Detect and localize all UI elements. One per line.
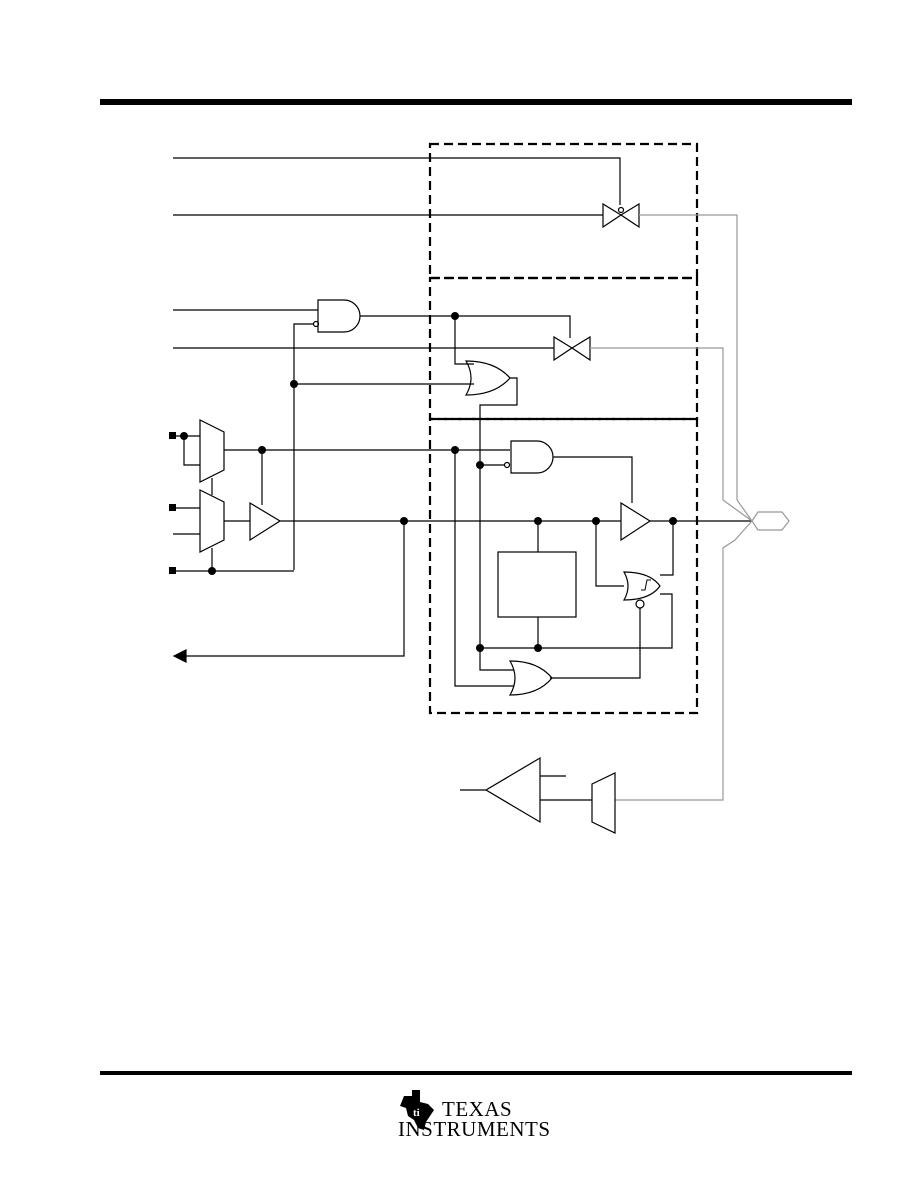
ti-logo-wordmark: TEXAS INSTRUMENTS <box>398 1098 558 1142</box>
svg-text:ti: ti <box>413 1107 420 1119</box>
receive-buffer <box>484 756 541 824</box>
wire-and1-out <box>360 315 571 338</box>
wire-tg2-out <box>590 347 724 500</box>
wire-and1-in-b <box>293 323 314 570</box>
wire-tg1-out <box>639 214 738 500</box>
output-driver <box>620 501 652 542</box>
input-buffer <box>249 501 282 542</box>
io-pad <box>751 511 790 531</box>
mux-b <box>199 489 225 553</box>
logo-line-instruments: INSTRUMENTS <box>398 1117 551 1141</box>
transmission-gate-2 <box>553 335 591 362</box>
arrow-left <box>172 649 187 663</box>
wire-or1-out <box>479 377 518 648</box>
or-gate-1 <box>464 360 511 396</box>
and-gate-1 <box>317 299 361 333</box>
header-rule <box>100 99 852 105</box>
transmission-gate-1 <box>602 202 640 229</box>
wire-or1-in-a <box>454 316 474 365</box>
mux-a <box>199 419 225 483</box>
junction-dots <box>180 312 677 652</box>
ti-texas-state-icon: ti <box>400 1090 434 1130</box>
logo-line-texas: TEXAS <box>442 1097 513 1121</box>
dashed-block-top <box>428 142 699 280</box>
or-gate-2 <box>508 660 553 696</box>
input-pins <box>169 432 176 574</box>
hold-block <box>497 551 577 618</box>
wire-control-1 <box>173 157 621 205</box>
and-gate-2 <box>510 440 554 474</box>
mux-c <box>591 772 616 834</box>
footer-rule <box>100 1071 852 1075</box>
schmitt-or-gate <box>622 571 661 601</box>
dashed-block-bottom <box>428 417 699 715</box>
wire-feedback-out <box>184 521 405 657</box>
